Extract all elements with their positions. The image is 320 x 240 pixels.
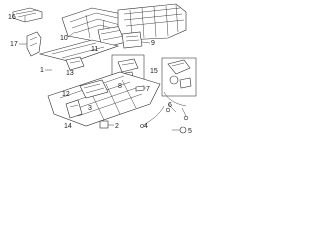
- part-6-harness: [163, 91, 189, 121]
- callout-10: 10: [60, 35, 68, 42]
- parts-diagram: 16 17 1 10 11 9 13 8 15 7 12 14 3 2 4 6 …: [0, 0, 200, 147]
- callout-5: 5: [188, 128, 192, 135]
- part-15-detail-box: [161, 57, 197, 97]
- callout-2: 2: [115, 123, 119, 130]
- callout-15: 15: [150, 68, 158, 75]
- callout-1: 1: [40, 67, 44, 74]
- part-2-connector: [99, 120, 109, 129]
- callout-6: 6: [168, 102, 172, 109]
- callout-11: 11: [91, 46, 98, 53]
- callout-8: 8: [118, 83, 122, 90]
- part-14-bracket: [65, 99, 83, 119]
- callout-12: 12: [62, 91, 70, 98]
- diagram-svg: 16 17 1 10 11 9 13 8 15 7 12 14 3 2 4 6 …: [8, 3, 197, 135]
- callout-17: 17: [10, 41, 18, 48]
- callout-13: 13: [66, 70, 74, 77]
- callout-3: 3: [88, 105, 92, 112]
- part-5-sensor: [172, 126, 187, 134]
- part-4-cable: [140, 105, 165, 128]
- callout-7: 7: [146, 86, 150, 93]
- part-frame-rails: [117, 3, 187, 41]
- callout-14: 14: [64, 123, 72, 130]
- part-3-assembly: [79, 79, 109, 99]
- part-7-clip: [135, 85, 145, 92]
- part-1-tray: [47, 71, 161, 127]
- part-9-module: [121, 31, 143, 49]
- callout-4: 4: [144, 123, 148, 130]
- part-17-mount: [26, 31, 42, 57]
- part-16-bracket: [12, 7, 43, 23]
- callout-9: 9: [151, 40, 155, 47]
- part-12-plate: [38, 39, 120, 63]
- callout-16: 16: [8, 14, 16, 21]
- part-13-controller: [65, 56, 85, 71]
